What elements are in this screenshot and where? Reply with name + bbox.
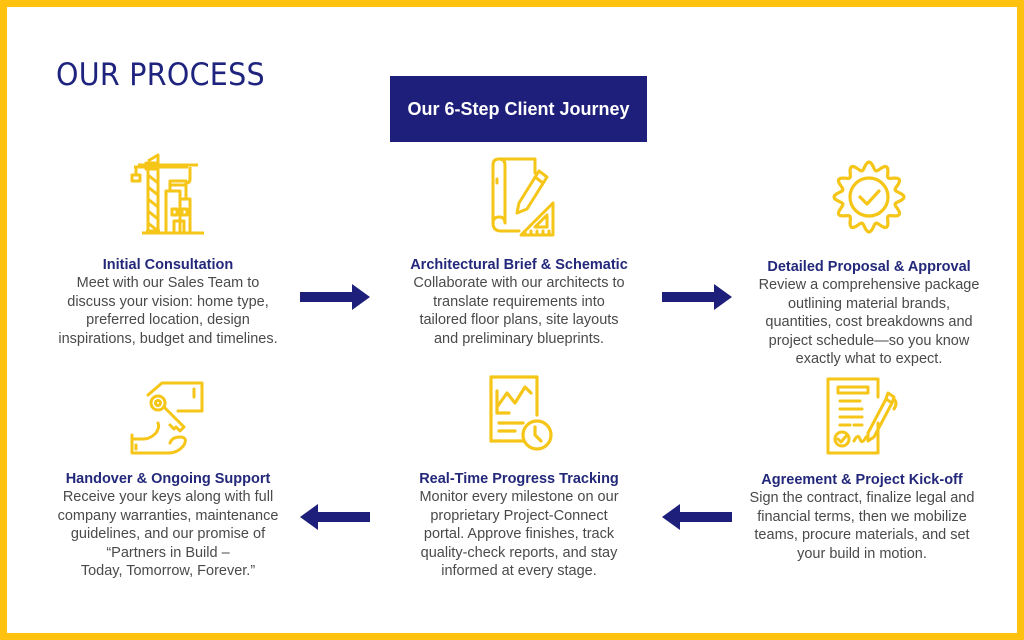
page-title: OUR PROCESS: [56, 57, 265, 93]
arrow-right-icon: [662, 284, 732, 310]
step-detailed-proposal: Detailed Proposal & Approval Review a co…: [729, 157, 1009, 369]
blueprint-pencil-icon: [491, 157, 555, 237]
step-description: Sign the contract, finalize legal and fi…: [749, 490, 975, 562]
arrow-left-icon: [300, 504, 370, 530]
step-agreement-kickoff: Agreement & Project Kick-off Sign the co…: [722, 375, 1002, 563]
key-handover-icon: [130, 381, 204, 455]
step-description: Collaborate with our architects to trans…: [413, 275, 625, 347]
step-title: Detailed Proposal & Approval: [767, 259, 971, 275]
step-handover-support: Handover & Ongoing Support Receive your …: [28, 377, 308, 581]
step-architectural-brief: Architectural Brief & Schematic Collabor…: [379, 153, 659, 348]
arrow-left-icon: [662, 504, 732, 530]
step-progress-tracking: Real-Time Progress Tracking Monitor ever…: [379, 373, 659, 581]
step-description: Monitor every milestone on our proprieta…: [419, 489, 619, 579]
step-title: Initial Consultation: [102, 257, 234, 273]
step-title: Agreement & Project Kick-off: [761, 472, 963, 488]
step-description: Review a comprehensive package outlining…: [758, 277, 980, 367]
progress-report-icon: [489, 375, 553, 451]
approval-badge-icon: [832, 160, 906, 234]
step-description: Meet with our Sales Team to discuss your…: [58, 275, 278, 347]
step-title: Architectural Brief & Schematic: [410, 257, 628, 273]
step-description: Receive your keys along with full compan…: [57, 489, 279, 579]
step-title: Handover & Ongoing Support: [65, 471, 271, 487]
step-initial-consultation: Initial Consultation Meet with our Sales…: [28, 153, 308, 348]
step-title: Real-Time Progress Tracking: [419, 471, 619, 487]
journey-banner: Our 6-Step Client Journey: [390, 76, 647, 142]
arrow-right-icon: [300, 284, 370, 310]
contract-signing-icon: [826, 377, 898, 455]
construction-crane-icon: [130, 153, 204, 235]
